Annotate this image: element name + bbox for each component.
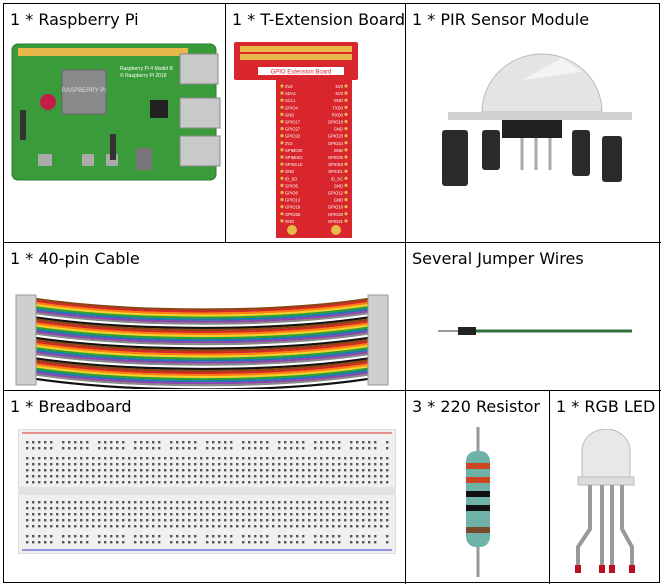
cell-jumper-wires: Several Jumper Wires — [406, 243, 661, 391]
pi-model-text: Raspberry Pi 4 Model B — [120, 66, 173, 72]
pin-label-left: GND — [285, 169, 294, 174]
cell-t-extension-board: 1 * T-Extension Board GPIO Extension Boa… — [226, 4, 406, 243]
resistor-image — [466, 427, 490, 577]
pin-label-left: GPIO17 — [285, 120, 301, 125]
breadboard-image — [18, 429, 396, 554]
cell-breadboard: 1 * Breadboard — [4, 391, 406, 584]
cell-label: 1 * RGB LED — [556, 397, 656, 416]
cell-label: Several Jumper Wires — [412, 249, 584, 268]
pi-chip-text: RASPBERRY PI — [62, 88, 106, 94]
pin-label-right: SPICE1 — [328, 169, 344, 174]
cell-label: 1 * Breadboard — [10, 397, 132, 416]
cell-resistor: 3 * 220 Resistor — [406, 391, 550, 584]
pin-label-right: TXD0 — [332, 105, 343, 110]
pin-label-left: SCL1 — [285, 98, 296, 103]
jumper-wire-image — [438, 327, 632, 335]
pin-label-right: RXD0 — [332, 112, 344, 117]
pin-label-right: GPIO16 — [328, 205, 344, 210]
pin-label-right: GPIO24 — [328, 141, 344, 146]
pin-label-right: 5V0 — [336, 84, 344, 89]
pin-label-right: GPIO21 — [328, 219, 344, 224]
pin-label-right: 5V0 — [336, 91, 344, 96]
breadboard-holes — [26, 441, 389, 544]
pin-label-right: GND — [334, 198, 343, 203]
cell-pir-sensor: 1 * PIR Sensor Module — [406, 4, 661, 243]
rgb-led-image — [575, 429, 635, 573]
cell-label: 1 * 40-pin Cable — [10, 249, 140, 268]
cell-label: 1 * T-Extension Board — [232, 10, 406, 29]
gpio-banner-text: GPIO Extension Board — [271, 70, 332, 76]
pin-label-right: GPIO18 — [328, 120, 344, 125]
raspberry-pi-image: RASPBERRY PI Raspberry Pi 4 Model B © Ra… — [11, 43, 221, 181]
components-table: 1 * Raspberry Pi RASPBERRY PI Raspberry … — [3, 3, 661, 584]
pin-label-right: GND — [334, 98, 343, 103]
pin-label-right: GPIO12 — [328, 191, 344, 196]
pi-copyright-text: © Raspberry Pi 2018 — [120, 72, 167, 79]
pin-label-left: GND — [285, 219, 294, 224]
pin-label-left: GPIO22 — [285, 134, 301, 139]
pin-label-left: GPIO26 — [285, 212, 301, 217]
pin-label-left: SPISCLK — [285, 162, 303, 167]
pin-label-right: ID_SC — [331, 176, 343, 181]
pin-label-left: 3V3 — [285, 84, 293, 89]
cell-label: 1 * PIR Sensor Module — [412, 10, 590, 29]
pin-label-left: SDA1 — [285, 91, 297, 96]
cell-label: 3 * 220 Resistor — [412, 397, 540, 416]
pin-label-left: GPIO19 — [285, 205, 301, 210]
cell-raspberry-pi: 1 * Raspberry Pi RASPBERRY PI Raspberry … — [4, 4, 226, 243]
pin-label-right: GPIO20 — [328, 212, 344, 217]
pin-label-left: GPIO6 — [285, 191, 298, 196]
cell-rgb-led: 1 * RGB LED — [550, 391, 661, 584]
ribbon-wires — [35, 297, 369, 389]
pin-label-left: GPIO13 — [285, 198, 301, 203]
pin-label-right: GPIO25 — [328, 155, 344, 160]
pin-label-left: 3V3 — [285, 141, 293, 146]
pir-sensor-image — [442, 53, 632, 186]
pin-label-left: ID_SD — [285, 176, 297, 181]
pin-label-left: GND — [285, 112, 294, 117]
pin-label-left: GPIO4 — [285, 105, 298, 110]
pin-label-right: GND — [334, 148, 343, 153]
pin-label-right: GND — [334, 183, 343, 188]
pin-label-left: SPIMISO — [285, 155, 303, 160]
pin-label-right: SPICE0 — [328, 162, 344, 167]
pin-label-left: GPIO5 — [285, 183, 298, 188]
pin-label-left: GPIO27 — [285, 127, 301, 132]
pin-label-left: SPIMOSI — [285, 148, 302, 153]
cell-40-pin-cable: 1 * 40-pin Cable — [4, 243, 406, 391]
pin-label-right: GPIO23 — [328, 134, 344, 139]
ribbon-cable-image — [15, 294, 389, 389]
pin-label-right: GND — [334, 127, 343, 132]
cell-label: 1 * Raspberry Pi — [10, 10, 139, 29]
